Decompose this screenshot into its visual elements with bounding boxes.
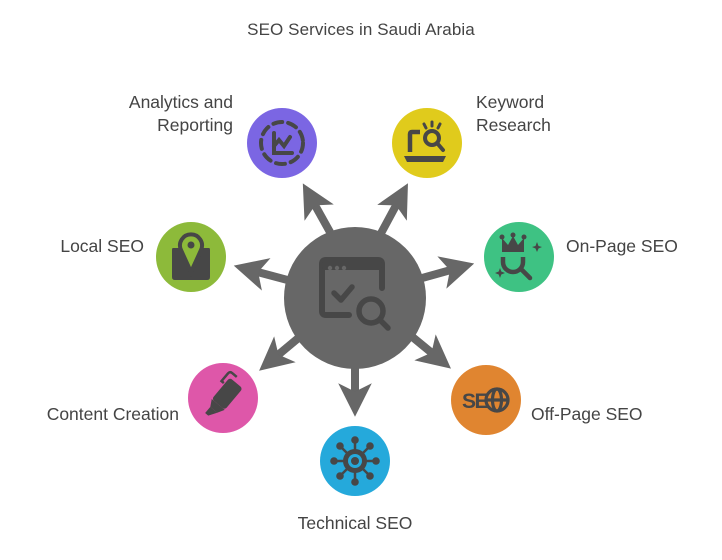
label-keyword-research: Keyword Research — [476, 91, 551, 137]
spoke-arrows — [233, 183, 475, 417]
node-local-seo[interactable] — [156, 222, 226, 292]
node-keyword-research[interactable] — [392, 108, 462, 178]
browser-check-search-icon — [319, 257, 391, 331]
arrow-content — [259, 331, 305, 371]
analytics-chart-icon — [259, 120, 305, 166]
crown-search-icon — [495, 232, 542, 281]
seo-globe-icon: SE — [462, 387, 510, 413]
label-on-page-seo: On-Page SEO — [566, 236, 678, 256]
node-off-page-seo[interactable]: SE — [451, 365, 521, 435]
label-off-page-seo: Off-Page SEO — [531, 404, 643, 424]
label-analytics-reporting: Analytics and Reporting — [129, 91, 233, 137]
node-technical-seo[interactable] — [320, 426, 390, 496]
diagram-title: SEO Services in Saudi Arabia — [247, 20, 475, 39]
label-technical-seo: Technical SEO — [297, 513, 413, 533]
central-hub — [284, 227, 426, 369]
svg-text:SE: SE — [462, 390, 489, 413]
label-line: Reporting — [157, 115, 233, 135]
label-local-seo: Local SEO — [60, 236, 144, 256]
laptop-search-icon — [404, 120, 446, 162]
label-line: Research — [476, 115, 551, 135]
node-content-creation[interactable] — [188, 363, 258, 433]
label-line: Analytics and — [128, 92, 233, 112]
label-content-creation: Content Creation — [46, 404, 179, 424]
node-analytics-reporting[interactable] — [247, 108, 317, 178]
arrow-offpage — [407, 331, 451, 369]
node-on-page-seo[interactable] — [484, 222, 554, 292]
map-pin-icon — [172, 232, 210, 280]
highlighter-pen-icon — [205, 370, 242, 416]
network-eye-icon — [330, 436, 380, 486]
label-line: Keyword — [476, 92, 545, 112]
